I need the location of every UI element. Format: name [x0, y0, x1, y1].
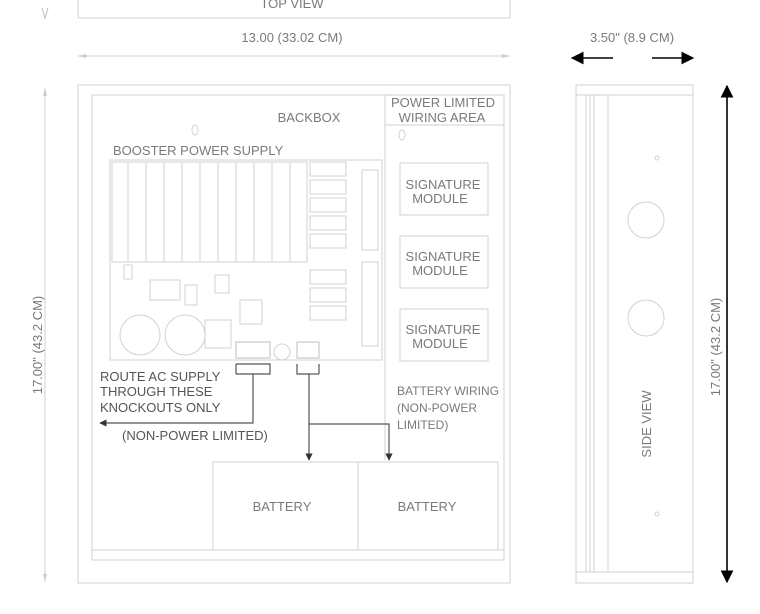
module-2-line1: SIGNATURE	[406, 249, 481, 264]
route-ac-line3: KNOCKOUTS ONLY	[100, 400, 221, 415]
module-2-line2: MODULE	[412, 263, 468, 278]
module-3-line2: MODULE	[412, 336, 468, 351]
battery-terminal-block	[296, 341, 320, 359]
left-height-dimension: 17.00" (43.2 CM)	[30, 88, 47, 582]
module-3-line1: SIGNATURE	[406, 322, 481, 337]
power-limited-label-line2: WIRING AREA	[399, 110, 486, 125]
left-height-label: 17.00" (43.2 CM)	[30, 296, 45, 395]
side-view-label: SIDE VIEW	[639, 390, 654, 458]
top-view: TOP VIEW	[41, 0, 511, 20]
route-ac-line1: ROUTE AC SUPPLY	[100, 369, 221, 384]
signature-module-2: SIGNATURE MODULE	[399, 235, 489, 289]
booster-power-supply-label: BOOSTER POWER SUPPLY	[113, 143, 284, 158]
depth-dimension-label: 3.50" (8.9 CM)	[590, 30, 674, 45]
front-view: BACKBOX POWER LIMITED WIRING AREA BOOSTE…	[77, 84, 511, 584]
battery-wiring-line1: BATTERY WIRING	[397, 384, 499, 398]
backbox-label: BACKBOX	[278, 110, 341, 125]
width-dimension: 13.00 (33.02 CM)	[78, 30, 510, 58]
top-view-label: TOP VIEW	[260, 0, 324, 11]
non-power-limited-label: (NON-POWER LIMITED)	[122, 428, 268, 443]
battery-wire-2	[309, 423, 393, 461]
route-ac-line2: THROUGH THESE	[100, 384, 213, 399]
right-height-label: 17.00" (43.2 CM)	[708, 298, 723, 397]
battery-wiring-line3: LIMITED)	[397, 418, 448, 432]
battery-2: BATTERY	[357, 461, 499, 551]
battery-wire-1	[296, 364, 313, 461]
battery-1: BATTERY	[212, 461, 359, 551]
battery-wiring-line2: (NON-POWER	[397, 401, 477, 415]
ac-wire	[99, 363, 271, 427]
battery-2-label: BATTERY	[398, 499, 457, 514]
booster-power-supply-board	[109, 159, 383, 361]
signature-module-1: SIGNATURE MODULE	[399, 162, 489, 216]
ac-terminal-block	[235, 341, 271, 359]
module-1-line1: SIGNATURE	[406, 177, 481, 192]
side-view: 3.50" (8.9 CM) SIDE VIEW 17.00" (43.2 CM…	[570, 30, 734, 584]
width-dimension-label: 13.00 (33.02 CM)	[241, 30, 342, 45]
battery-1-label: BATTERY	[253, 499, 312, 514]
power-limited-label-line1: POWER LIMITED	[391, 95, 495, 110]
module-1-line2: MODULE	[412, 191, 468, 206]
signature-module-3: SIGNATURE MODULE	[399, 308, 489, 362]
